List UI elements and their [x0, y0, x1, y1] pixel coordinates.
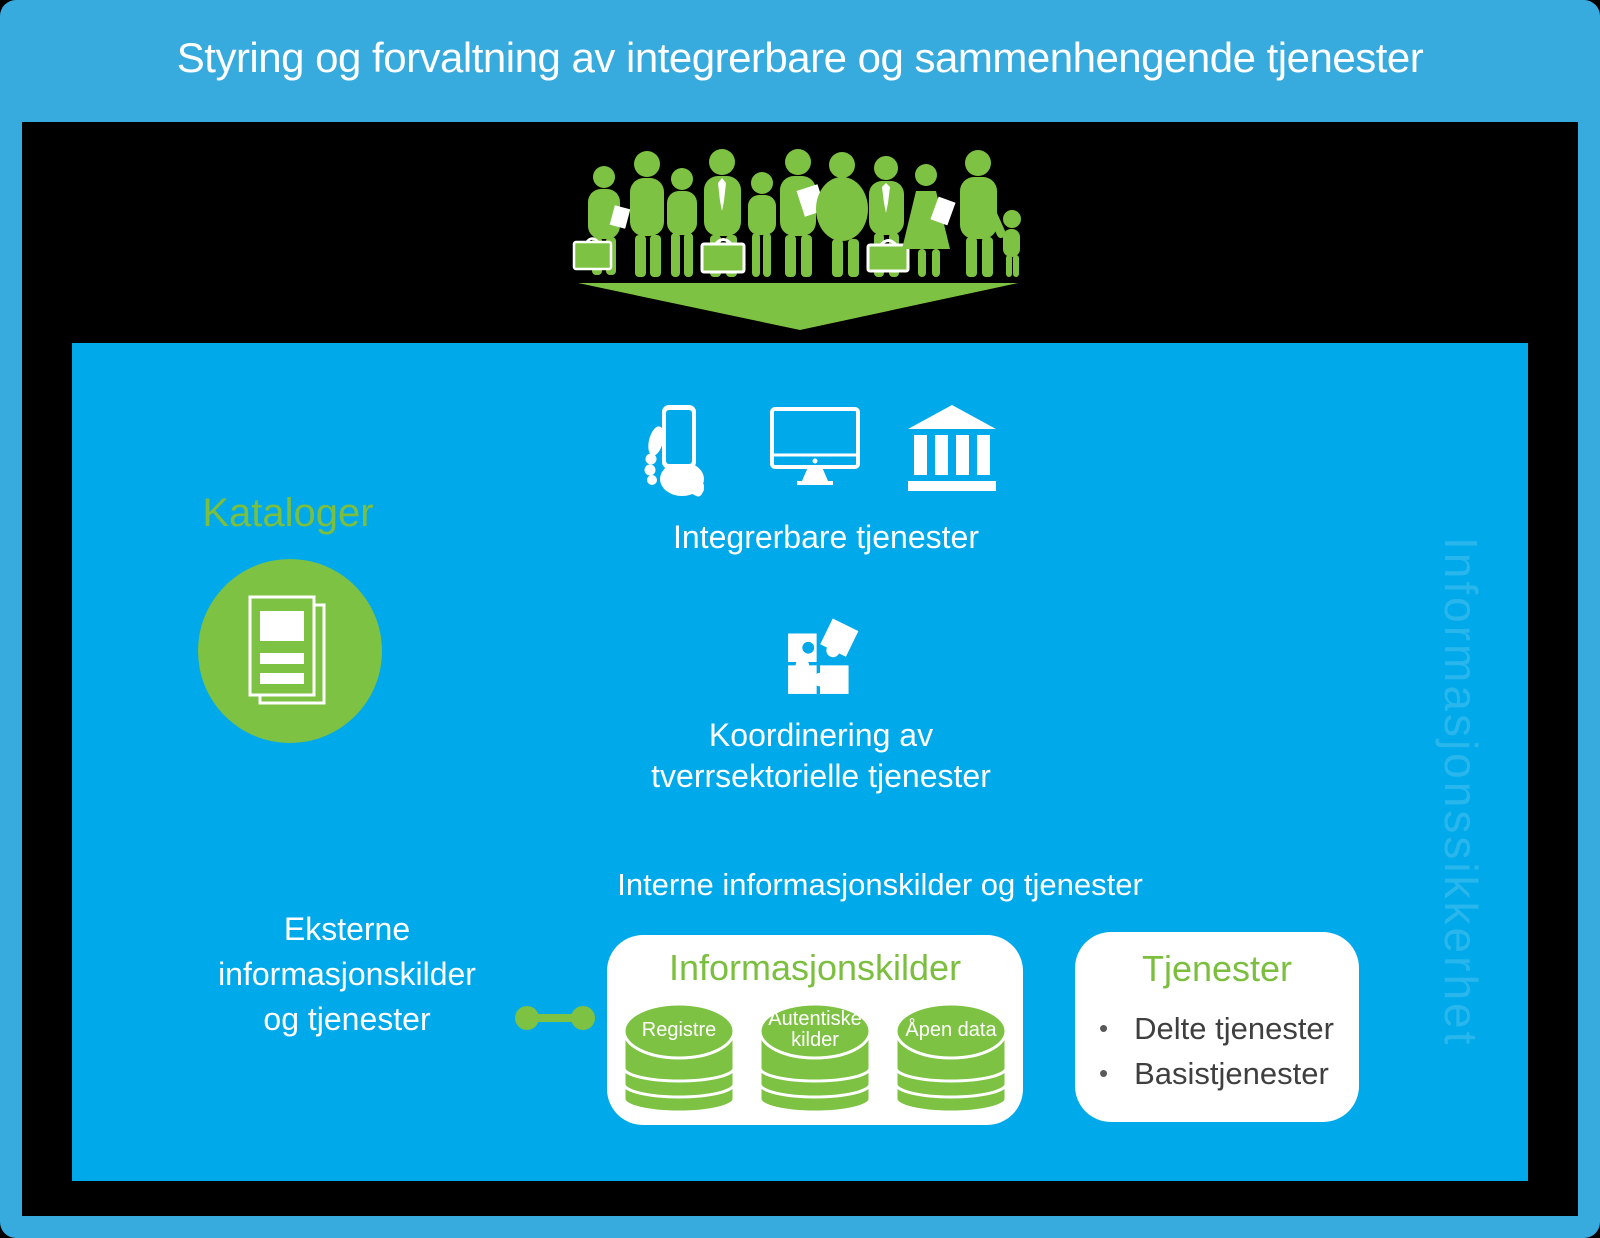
cylinder-label: Registre: [641, 1018, 717, 1041]
interne-heading: Interne informasjonskilder og tjenester: [617, 867, 1143, 902]
list-item: • Delte tjenester: [1099, 1006, 1349, 1051]
connector-bar: [525, 1014, 585, 1022]
bullet-icon: •: [1099, 1013, 1109, 1043]
catalog-pages-icon: [248, 595, 326, 705]
koordinering-line-2: tverrsektorielle tjenester: [651, 758, 991, 794]
government-building-icon: [908, 405, 996, 498]
koordinering-label: Koordinering av tverrsektorielle tjenest…: [571, 715, 1071, 797]
eksterne-label: Eksterne informasjonskilder og tjenester: [177, 907, 517, 1042]
devices-row: [612, 401, 1042, 503]
informasjonskilder-box: Informasjonskilder Registre: [607, 935, 1023, 1125]
cylinder-label: Åpen data: [905, 1018, 997, 1041]
desktop-monitor-icon: [770, 407, 860, 494]
hand-holding-phone-icon: [642, 403, 705, 502]
informasjonskilder-heading: Informasjonskilder: [668, 947, 962, 988]
puzzle-pieces-icon: [778, 618, 862, 705]
informasjonssikkerhet-watermark: Informasjonssikkerhet: [1435, 537, 1487, 1048]
koordinering-line-1: Koordinering av: [708, 717, 934, 753]
eksterne-line-1: Eksterne: [283, 911, 411, 947]
people-crowd-icon: [572, 149, 1021, 277]
tjenester-item-label: Delte tjenester: [1134, 1011, 1334, 1046]
database-cylinder-apen-data: Åpen data: [891, 997, 1011, 1119]
tjenester-heading: Tjenester: [1141, 948, 1293, 989]
database-cylinder-registre: Registre: [619, 997, 739, 1119]
link-connector-icon: [515, 1006, 595, 1030]
list-item: • Basistjenester: [1099, 1051, 1349, 1096]
connector-dot-right: [571, 1006, 595, 1030]
cylinder-label: Autentiske kilder: [768, 1008, 862, 1051]
kataloger-label: Kataloger: [202, 491, 374, 535]
connector-dot-left: [515, 1006, 539, 1030]
tjenester-item-label: Basistjenester: [1134, 1056, 1329, 1091]
down-arrow-icon: [578, 283, 1018, 330]
database-cylinder-autentiske: Autentiske kilder: [755, 997, 875, 1119]
main-panel: Kataloger: [72, 343, 1528, 1181]
page-title: Styring og forvaltning av integrerbare o…: [176, 34, 1424, 81]
tjenester-box: Tjenester • Delte tjenester • Basistjene…: [1075, 932, 1359, 1122]
bullet-icon: •: [1099, 1058, 1109, 1088]
catalog-circle: [198, 559, 382, 743]
tjenester-list: • Delte tjenester • Basistjenester: [1099, 1006, 1349, 1096]
cylinders-row: Registre Autentiske kilder: [607, 997, 1023, 1119]
eksterne-line-2: informasjonskilder: [218, 956, 476, 992]
eksterne-line-3: og tjenester: [263, 1001, 431, 1037]
integrerbare-tjenester-label: Integrerbare tjenester: [673, 519, 979, 555]
